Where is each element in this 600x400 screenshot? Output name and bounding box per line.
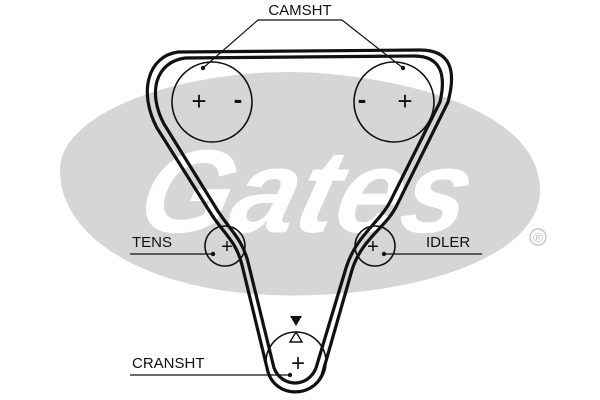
logo-ellipse — [60, 71, 540, 296]
pulley-minus-sign: - — [358, 84, 367, 114]
timing-mark-down-triangle — [290, 316, 302, 326]
pulley-plus-sign: + — [191, 86, 206, 116]
camshaft-pulley-left: + - — [171, 61, 253, 143]
pulley-plus-sign: + — [367, 236, 379, 258]
pulley-plus-sign: + — [397, 86, 412, 116]
tensioner-label: TENS — [132, 234, 172, 251]
camshaft-pulley-right: - + — [353, 61, 435, 143]
idler-label: IDLER — [426, 234, 470, 251]
timing-mark-up-triangle — [288, 330, 304, 343]
brand-logo-watermark: Gates ® — [60, 71, 547, 296]
camshaft-label: CAMSHT — [268, 2, 331, 19]
registered-mark: ® — [533, 230, 543, 245]
pulley-plus-sign: + — [291, 350, 305, 377]
idler-callout: IDLER — [384, 234, 482, 255]
timing-mark — [288, 316, 304, 343]
logo-wordmark: Gates — [127, 127, 488, 258]
tensioner-callout: TENS — [130, 234, 213, 255]
belt-inner-edge — [153, 54, 444, 385]
pulley-plus-sign: + — [221, 236, 233, 258]
crankshaft-label: CRANSHT — [132, 355, 205, 372]
camshaft-callout: CAMSHT — [202, 2, 404, 69]
registered-mark-circle — [529, 228, 547, 246]
pulley-minus-sign: - — [234, 84, 243, 114]
crankshaft-callout: CRANSHT — [130, 355, 290, 376]
